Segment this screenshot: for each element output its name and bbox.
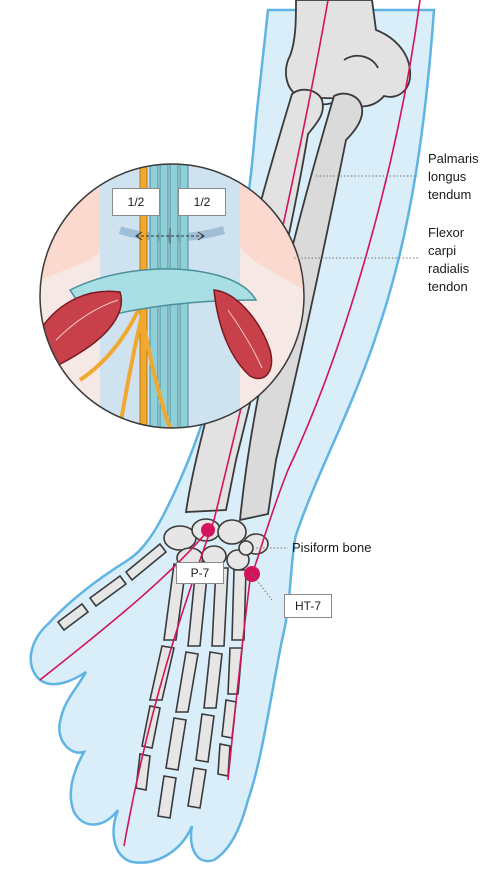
- meridian-lines: [39, 0, 421, 847]
- half-left-box: 1/2: [112, 188, 160, 216]
- flexor-label: Flexor carpi radialis tendon: [428, 224, 469, 296]
- wrist-cross-section-inset: [39, 163, 305, 429]
- half-right-box: 1/2: [178, 188, 226, 216]
- ht7-label-box: HT-7: [284, 594, 332, 618]
- p7-label-box: P-7: [176, 562, 224, 584]
- palmaris-line-3: tendum: [428, 187, 472, 202]
- flexor-line-1: Flexor: [428, 225, 465, 240]
- pisiform-label: Pisiform bone: [292, 540, 372, 555]
- leader-lines: [251, 175, 418, 601]
- flexor-line-2: carpi: [428, 243, 457, 258]
- flexor-line-3: radialis: [428, 261, 470, 276]
- flexor-line-4: tendon: [428, 279, 468, 294]
- palmaris-line-2: longus: [428, 169, 467, 184]
- palmaris-line-1: Palmaris: [428, 151, 479, 166]
- muscle-right: [213, 289, 273, 380]
- palmaris-label: Palmaris longus tendum: [428, 150, 479, 204]
- p7-point[interactable]: [201, 523, 215, 537]
- half-marker: [135, 228, 205, 244]
